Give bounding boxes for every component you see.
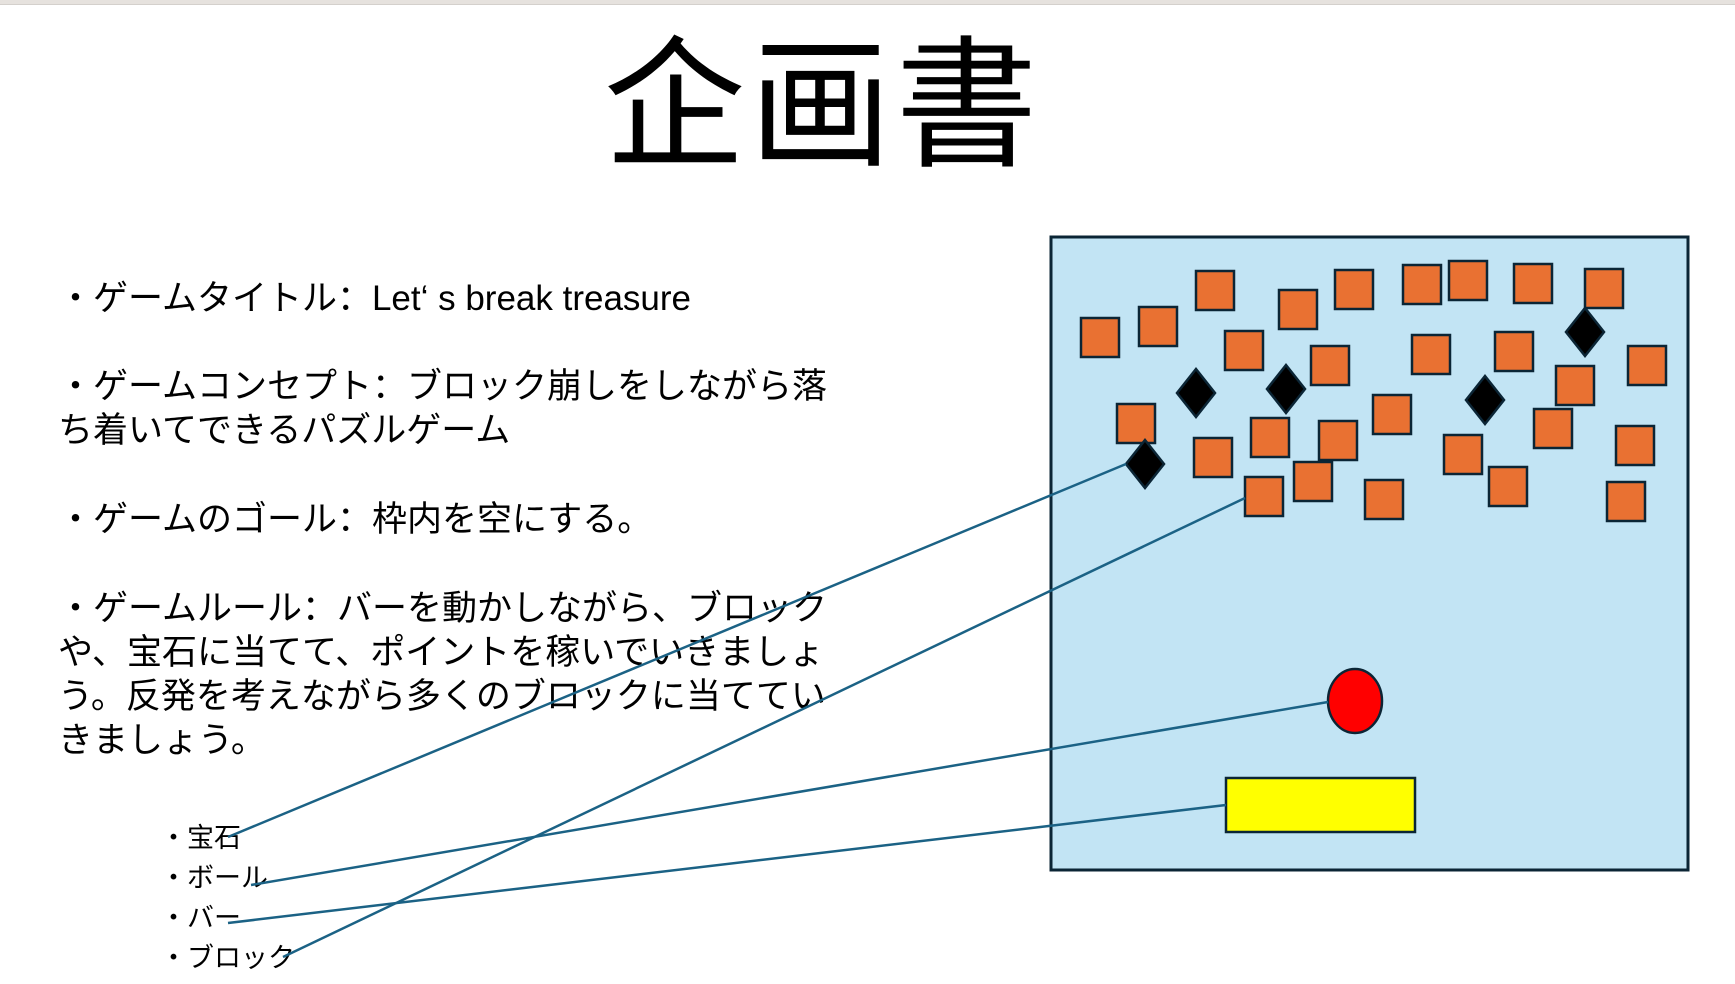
element-legend: ・宝石 ・ボール ・バー ・ブロック (160, 818, 295, 978)
text-line: ・ゲームのゴール：枠内を空にする。 (58, 500, 653, 539)
block (1442, 433, 1484, 476)
block (1079, 316, 1121, 359)
gem-diamond (1175, 366, 1217, 420)
block (1292, 460, 1334, 503)
block (1447, 259, 1489, 302)
gem-diamond (1564, 305, 1606, 359)
connector-ball (250, 700, 1329, 887)
gem-diamond (1124, 437, 1166, 491)
text-line: や、宝石に当てて、ポイントを稼いでいきましょ (58, 633, 825, 672)
game-title-paragraph: ・ゲームタイトル：Let‘ s break treasure (58, 277, 691, 321)
gem-diamond (1464, 373, 1506, 427)
legend-ball: ・ボール (160, 863, 268, 893)
text-line: ・ゲームルール：バーを動かしながら、ブロック (58, 589, 827, 628)
block (1317, 419, 1359, 462)
text-line: う。反発を考えながら多くのブロックに当ててい (58, 677, 826, 716)
block (1487, 465, 1529, 508)
block (1554, 364, 1596, 407)
block (1194, 269, 1236, 312)
block (1137, 305, 1179, 348)
block (1115, 402, 1157, 445)
text-line: きましょう。 (58, 721, 266, 760)
block (1410, 333, 1452, 376)
block (1277, 288, 1319, 331)
block (1626, 344, 1668, 387)
block (1401, 263, 1443, 306)
game-goal-paragraph: ・ゲームのゴール：枠内を空にする。 (58, 498, 652, 542)
text-line: ち着いてできるパズルゲーム (58, 411, 511, 450)
block (1605, 480, 1647, 523)
block (1249, 416, 1291, 459)
window-top-edge (0, 0, 1735, 5)
connector-gem (227, 462, 1127, 839)
game-concept-paragraph: ・ゲームコンセプト：ブロック崩しをしながら落 ち着いてできるパズルゲーム (58, 365, 827, 453)
block (1223, 329, 1265, 372)
game-rules-paragraph: ・ゲームルール：バーを動かしながら、ブロック や、宝石に当てて、ポイントを稼いで… (58, 587, 827, 763)
text-line: ・ゲームタイトル：Let‘ s break treasure (58, 279, 692, 318)
block (1333, 268, 1375, 311)
block (1583, 267, 1625, 310)
paddle-bar (1224, 776, 1417, 834)
block (1243, 475, 1285, 518)
block (1493, 330, 1535, 373)
block (1192, 436, 1234, 479)
block (1309, 344, 1351, 387)
connector-block (282, 496, 1246, 959)
block (1371, 393, 1413, 436)
legend-gem: ・宝石 (160, 823, 241, 853)
block (1532, 407, 1574, 450)
block (1363, 478, 1405, 521)
legend-block: ・ブロック (160, 943, 295, 973)
ball (1326, 667, 1384, 735)
block (1512, 262, 1554, 305)
legend-bar: ・バー (160, 903, 241, 933)
block (1614, 424, 1656, 467)
gem-diamond (1265, 362, 1307, 416)
page-title: 企画書 (603, 27, 1042, 186)
text-line: ・ゲームコンセプト：ブロック崩しをしながら落 (58, 367, 827, 406)
